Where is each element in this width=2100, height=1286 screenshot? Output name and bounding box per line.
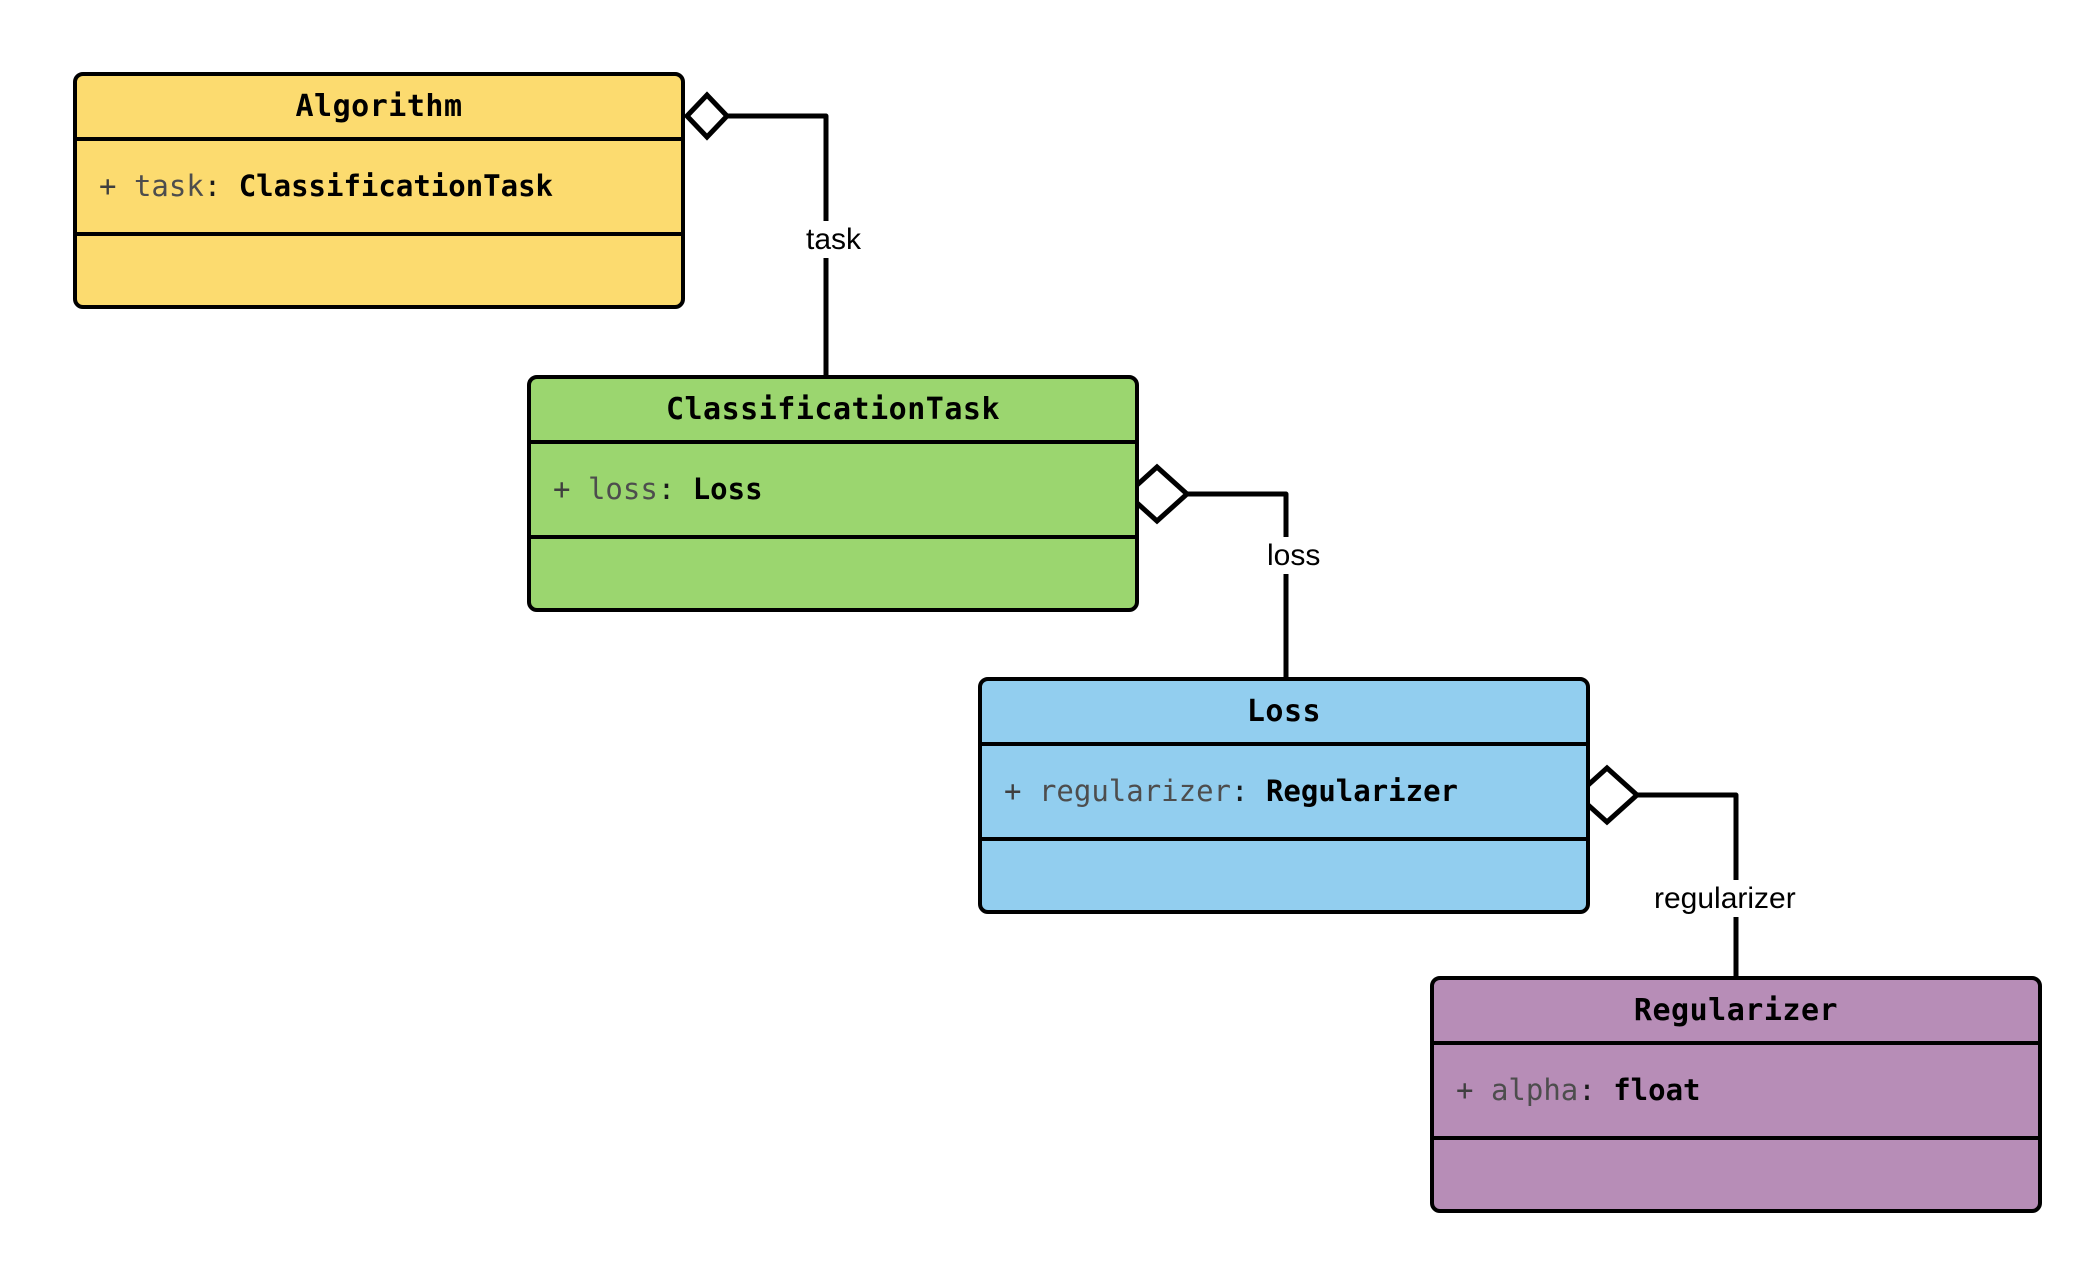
methods-compartment-loss xyxy=(982,841,1586,910)
attributes-compartment-regularizer: + alpha: float xyxy=(1434,1045,2038,1140)
edge-label-loss: loss xyxy=(1261,537,1327,574)
attribute-colon: : xyxy=(203,168,222,203)
attribute-visibility: + xyxy=(99,168,117,203)
attribute-name: alpha xyxy=(1490,1072,1579,1107)
relation-loss-line xyxy=(1187,491,1289,677)
attribute-colon: : xyxy=(657,471,676,506)
methods-compartment-algorithm xyxy=(77,236,681,305)
uml-class-classificationtask[interactable]: ClassificationTask + loss: Loss xyxy=(527,375,1139,612)
relation-loss[interactable] xyxy=(1123,463,1289,677)
methods-compartment-regularizer xyxy=(1434,1140,2038,1209)
class-name-algorithm: Algorithm xyxy=(77,76,681,141)
methods-compartment-classificationtask xyxy=(531,539,1135,608)
attribute-visibility: + xyxy=(553,471,571,506)
attribute-name: regularizer xyxy=(1038,773,1231,808)
uml-class-regularizer[interactable]: Regularizer + alpha: float xyxy=(1430,976,2042,1213)
aggregation-diamond-icon xyxy=(1123,463,1191,525)
attribute-name: loss xyxy=(587,471,658,506)
edge-label-task: task xyxy=(800,221,868,258)
aggregation-diamond-icon xyxy=(683,91,731,141)
edge-label-regularizer: regularizer xyxy=(1648,880,1802,917)
attribute-type: ClassificationTask xyxy=(238,168,553,203)
relation-regularizer[interactable] xyxy=(1573,764,1739,976)
attribute-type: Loss xyxy=(692,471,763,506)
attribute-colon: : xyxy=(1231,773,1249,808)
attribute-visibility: + xyxy=(1456,1072,1474,1107)
attribute-row: + loss: Loss xyxy=(531,470,1135,509)
attribute-type: float xyxy=(1613,1072,1701,1107)
attribute-visibility: + xyxy=(1004,773,1022,808)
attribute-name: task xyxy=(133,168,204,203)
relation-task-line xyxy=(727,113,829,375)
attribute-type: Regularizer xyxy=(1265,773,1458,808)
attribute-colon: : xyxy=(1578,1072,1596,1107)
attribute-row: + task: ClassificationTask xyxy=(77,167,681,206)
aggregation-diamond-icon xyxy=(1573,764,1641,826)
class-name-regularizer: Regularizer xyxy=(1434,980,2038,1045)
attributes-compartment-classificationtask: + loss: Loss xyxy=(531,444,1135,539)
attributes-compartment-loss: + regularizer: Regularizer xyxy=(982,746,1586,841)
class-name-loss: Loss xyxy=(982,681,1586,746)
attribute-row: + alpha: float xyxy=(1434,1071,2038,1110)
uml-class-loss[interactable]: Loss + regularizer: Regularizer xyxy=(978,677,1590,914)
class-name-classificationtask: ClassificationTask xyxy=(531,379,1135,444)
attribute-row: + regularizer: Regularizer xyxy=(982,772,1586,811)
attributes-compartment-algorithm: + task: ClassificationTask xyxy=(77,141,681,236)
relation-task[interactable] xyxy=(683,91,829,375)
uml-class-algorithm[interactable]: Algorithm + task: ClassificationTask xyxy=(73,72,685,309)
